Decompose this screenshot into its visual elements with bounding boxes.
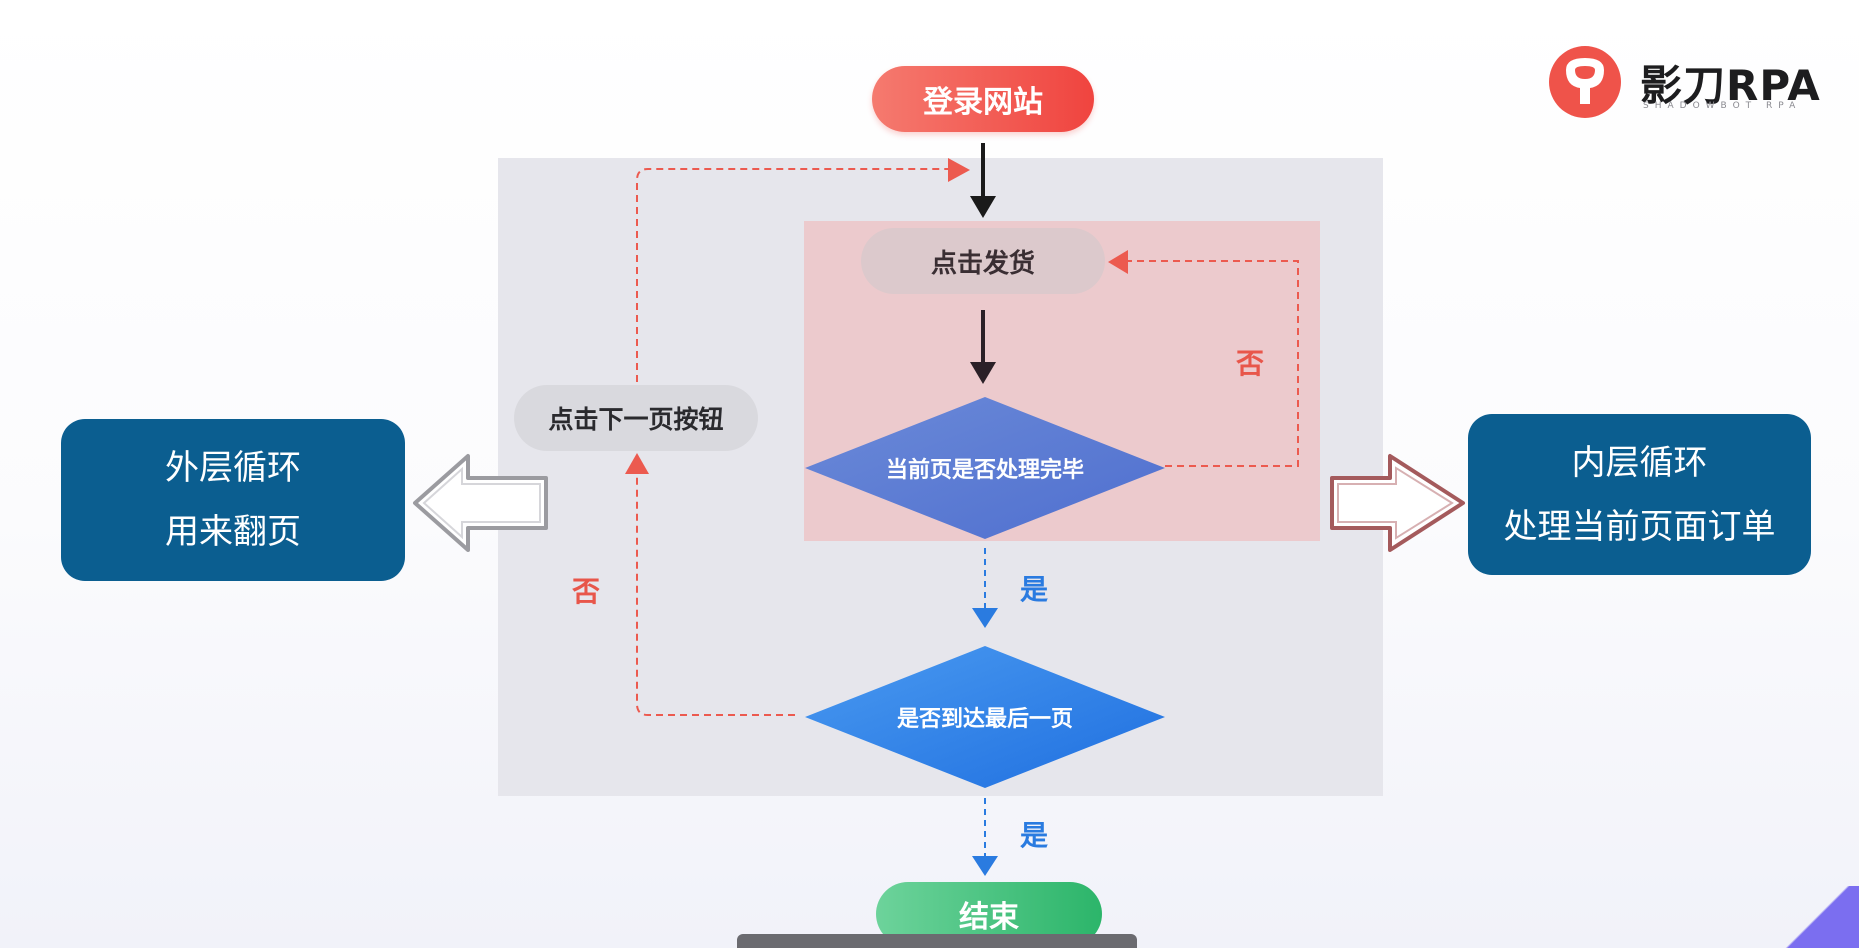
inner-no-label: 否	[1236, 347, 1265, 380]
logo-name: 影刀RPA	[1640, 61, 1821, 110]
inner-yes-label: 是	[1020, 573, 1049, 606]
outer-loop-pointer-arrow-inner	[422, 466, 541, 540]
inner-yes-arrowhead	[972, 608, 998, 628]
outer-yes-label: 是	[1020, 819, 1049, 852]
click-ship-label: 点击发货	[930, 248, 1035, 279]
decision-page-done-diamond	[805, 397, 1165, 539]
click-ship-node: 点击发货	[861, 228, 1105, 294]
outer-loop-annotation-line1: 外层循环	[165, 448, 301, 488]
player-bar	[737, 934, 1137, 948]
start-login-node: 登录网站	[872, 66, 1094, 132]
start-login-label: 登录网站	[923, 85, 1043, 120]
outer-yes-arrowhead	[972, 856, 998, 876]
arrow-ship-to-page-done-head	[970, 362, 996, 384]
arrow-login-to-ship-head	[970, 196, 996, 218]
corner-accent	[1779, 886, 1859, 948]
inner-loop-annotation-line2: 处理当前页面订单	[1503, 506, 1776, 547]
click-next-page-node: 点击下一页按钮	[514, 385, 758, 451]
decision-last-page-diamond	[805, 646, 1165, 788]
inner-loop-annotation: 内层循环 处理当前页面订单	[1468, 414, 1811, 575]
outer-no-label: 否	[572, 575, 601, 608]
inner-loop-no-arrowhead	[1108, 250, 1128, 274]
last-page-label: 是否到达最后一页	[896, 707, 1073, 732]
inner-loop-no-edge	[1126, 260, 1299, 467]
outer-loop-pointer-arrow	[413, 454, 548, 552]
next-page-return-edge	[636, 168, 948, 382]
logo-tagline: SHADOWBOT RPA	[1643, 101, 1802, 111]
inner-loop-pointer-arrow-inner	[1337, 466, 1454, 540]
inner-loop-annotation-line1: 内层循环	[1571, 442, 1708, 483]
outer-loop-no-arrowhead	[625, 453, 649, 474]
outer-loop-no-edge	[636, 470, 795, 716]
logo-icon-glyph	[1566, 58, 1604, 104]
end-label: 结束	[959, 900, 1019, 935]
page-done-label: 当前页是否处理完毕	[885, 458, 1084, 483]
inner-loop-pointer-arrow	[1330, 454, 1465, 552]
click-next-page-label: 点击下一页按钮	[548, 405, 724, 434]
outer-loop-annotation: 外层循环 用来翻页	[61, 419, 405, 581]
outer-loop-annotation-line2: 用来翻页	[165, 512, 301, 552]
next-page-return-arrowhead	[948, 158, 970, 182]
